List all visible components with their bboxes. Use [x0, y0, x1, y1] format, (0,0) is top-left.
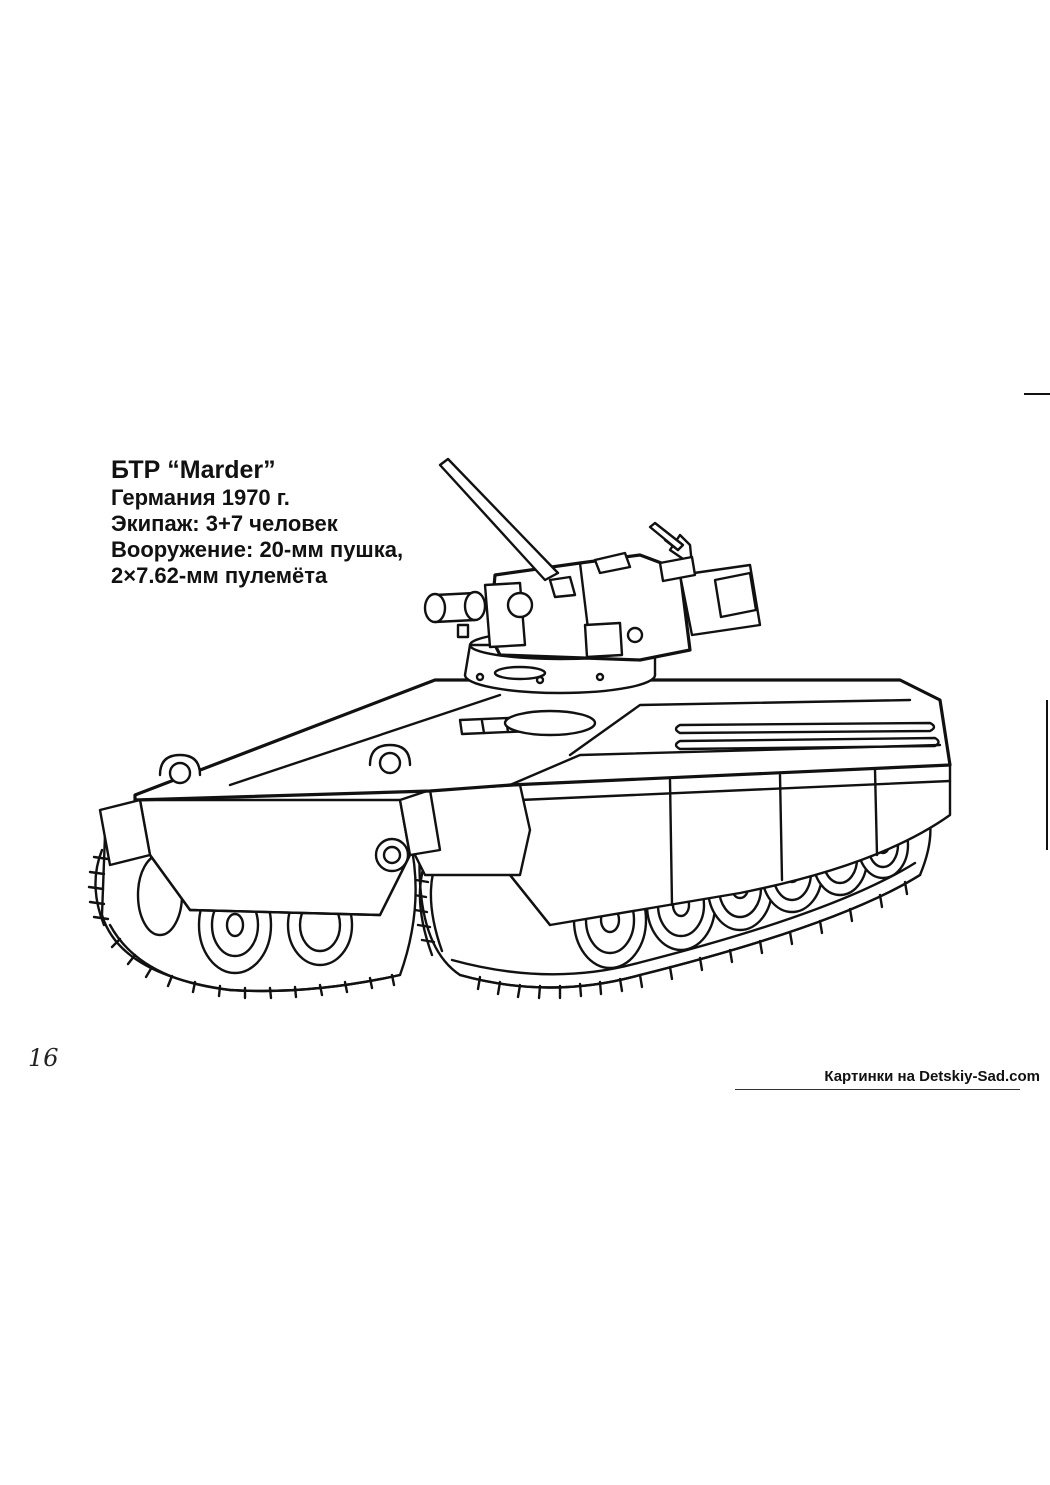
vehicle-title: БТР “Marder” [111, 456, 276, 484]
tow-hooks [158, 743, 412, 873]
track-links [476, 880, 909, 1000]
scan-edge-mark [1046, 700, 1048, 850]
vehicle-country-year: Германия 1970 г. [111, 485, 290, 510]
vehicle-illustration [80, 455, 960, 1055]
page-number: 16 [28, 1044, 59, 1072]
front-hull [98, 783, 532, 917]
vehicle-caption: БТР “Marder” Германия 1970 г. Экипаж: 3+… [111, 455, 403, 589]
footer-rule [735, 1089, 1020, 1090]
turret [423, 457, 762, 695]
vehicle-armament: Вооружение: 20-мм пушка, [111, 537, 404, 562]
vehicle-armament-detail: 2×7.62-мм пулемёта [111, 563, 328, 588]
site-credit: Картинки на Detskiy-Sad.com [824, 1068, 1040, 1085]
scan-edge-mark [1024, 393, 1050, 395]
vehicle-crew: Экипаж: 3+7 человек [111, 511, 338, 536]
